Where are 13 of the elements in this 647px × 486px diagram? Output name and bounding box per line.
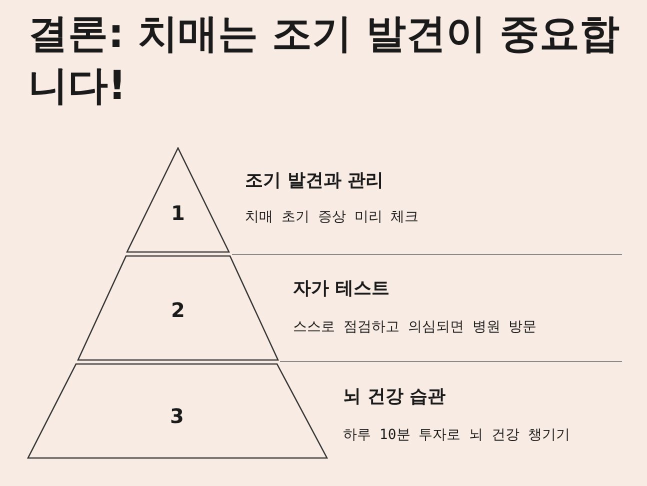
tier-heading: 자가 테스트 xyxy=(293,277,390,300)
tier-description: 스스로 점검하고 의심되면 병원 방문 xyxy=(293,318,537,336)
tier-number: 2 xyxy=(171,298,185,322)
tier-heading: 조기 발견과 관리 xyxy=(245,169,384,192)
tier-description: 치매 초기 증상 미리 체크 xyxy=(245,208,419,226)
tier-number: 1 xyxy=(171,201,185,225)
pyramid-tier xyxy=(77,255,279,361)
pyramid-tier xyxy=(126,147,230,253)
tier-heading: 뇌 건강 습관 xyxy=(343,385,446,408)
tier-number: 3 xyxy=(170,404,184,428)
tier-description: 하루 10분 투자로 뇌 건강 챙기기 xyxy=(343,426,570,444)
slide-title: 결론: 치매는 조기 발견이 중요합니다! xyxy=(28,10,621,111)
pyramid-tier xyxy=(27,363,328,459)
